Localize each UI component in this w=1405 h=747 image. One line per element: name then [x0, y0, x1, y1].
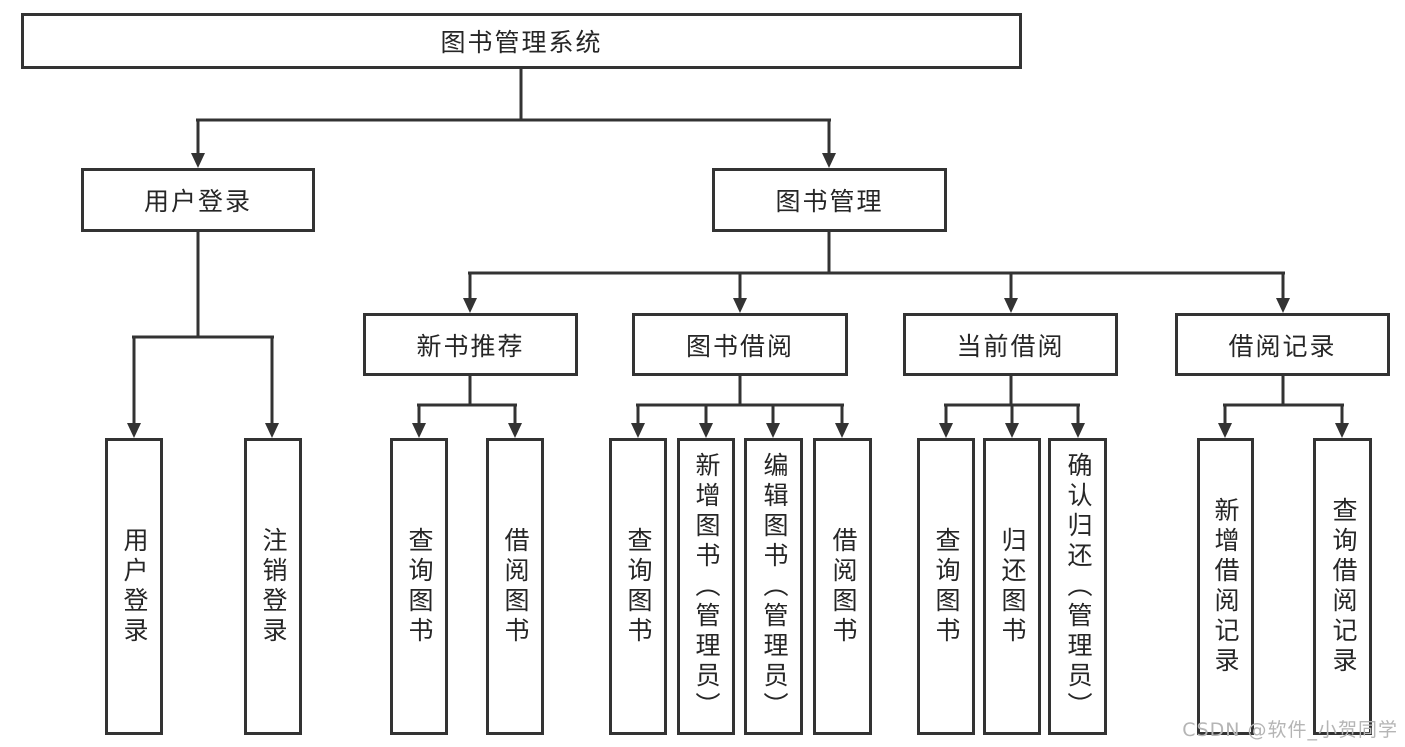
arrowhead-icon: [127, 423, 141, 438]
leaf-query-books-3: 查询图书: [917, 438, 975, 735]
arrowhead-icon: [1005, 423, 1019, 438]
leaf-add-books-admin: 新增图书（管理员）: [677, 438, 735, 735]
leaf-query-books-1: 查询图书: [390, 438, 448, 735]
leaf-borrow-books-1: 借阅图书: [486, 438, 544, 735]
arrowhead-icon: [1004, 298, 1018, 313]
arrowhead-icon: [766, 423, 780, 438]
arrowhead-icon: [1218, 423, 1232, 438]
arrowhead-icon: [265, 423, 279, 438]
leaf-add-borrow-record: 新增借阅记录: [1197, 438, 1254, 735]
leaf-confirm-return-admin: 确认归还（管理员）: [1048, 438, 1107, 735]
connector-borrowing-to-leaves: [631, 376, 849, 438]
node-book-management: 图书管理: [712, 168, 947, 232]
connector-current-to-leaves: [939, 376, 1085, 438]
node-book-borrowing: 图书借阅: [632, 313, 848, 376]
arrowhead-icon: [412, 423, 426, 438]
arrowhead-icon: [631, 423, 645, 438]
csdn-watermark: CSDN @软件_小贺同学: [1182, 719, 1398, 741]
node-root-system: 图书管理系统: [21, 13, 1022, 69]
arrowhead-icon: [835, 423, 849, 438]
connector-newbooks-to-leaves: [412, 376, 522, 438]
leaf-return-books: 归还图书: [983, 438, 1041, 735]
arrowhead-icon: [191, 153, 205, 168]
arrowhead-icon: [1335, 423, 1349, 438]
arrowhead-icon: [939, 423, 953, 438]
node-borrow-records: 借阅记录: [1175, 313, 1390, 376]
leaf-query-books-2: 查询图书: [609, 438, 667, 735]
node-user-login: 用户登录: [81, 168, 315, 232]
arrowhead-icon: [1071, 423, 1085, 438]
connector-records-to-leaves: [1218, 376, 1349, 438]
connector-userlogin-to-leaves: [127, 232, 279, 438]
node-new-book-recommend: 新书推荐: [363, 313, 578, 376]
leaf-borrow-books-2: 借阅图书: [813, 438, 872, 735]
arrowhead-icon: [822, 153, 836, 168]
arrowhead-icon: [699, 423, 713, 438]
leaf-logout: 注销登录: [244, 438, 302, 735]
arrowhead-icon: [463, 298, 477, 313]
leaf-user-login: 用户登录: [105, 438, 163, 735]
arrowhead-icon: [733, 298, 747, 313]
arrowhead-icon: [508, 423, 522, 438]
node-current-borrowing: 当前借阅: [903, 313, 1118, 376]
connector-root-to-level2: [191, 68, 836, 168]
leaf-query-borrow-record: 查询借阅记录: [1313, 438, 1372, 735]
connector-bookmgmt-to-level3: [463, 232, 1290, 313]
leaf-edit-books-admin: 编辑图书（管理员）: [744, 438, 803, 735]
arrowhead-icon: [1276, 298, 1290, 313]
